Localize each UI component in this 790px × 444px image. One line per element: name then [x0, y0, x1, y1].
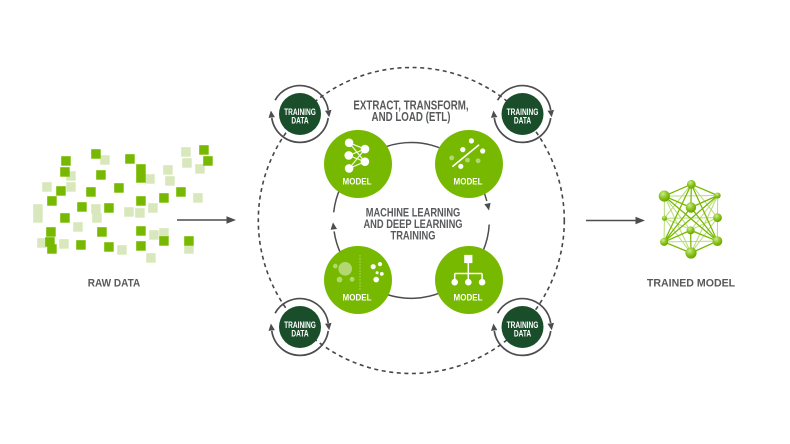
svg-text:TRAINED MODEL: TRAINED MODEL: [647, 277, 736, 289]
svg-text:RAW DATA: RAW DATA: [88, 277, 141, 290]
svg-text:DATA: DATA: [291, 116, 308, 126]
svg-text:AND DEEP LEARNING: AND DEEP LEARNING: [363, 219, 462, 231]
svg-text:DATA: DATA: [514, 116, 531, 126]
svg-text:AND LOAD (ETL): AND LOAD (ETL): [372, 111, 451, 124]
svg-text:TRAINING: TRAINING: [284, 320, 316, 330]
svg-text:MODEL: MODEL: [343, 292, 372, 302]
svg-text:TRAINING: TRAINING: [507, 107, 539, 117]
svg-text:EXTRACT, TRANSFORM,: EXTRACT, TRANSFORM,: [353, 99, 468, 112]
svg-text:MACHINE LEARNING: MACHINE LEARNING: [366, 208, 461, 220]
svg-text:MODEL: MODEL: [454, 176, 483, 186]
svg-text:DATA: DATA: [291, 329, 308, 339]
svg-text:MODEL: MODEL: [454, 292, 483, 302]
svg-text:TRAINING: TRAINING: [391, 231, 436, 243]
svg-text:TRAINING: TRAINING: [507, 320, 539, 330]
svg-text:TRAINING: TRAINING: [284, 107, 316, 117]
svg-text:MODEL: MODEL: [343, 176, 372, 186]
svg-text:DATA: DATA: [514, 329, 531, 339]
